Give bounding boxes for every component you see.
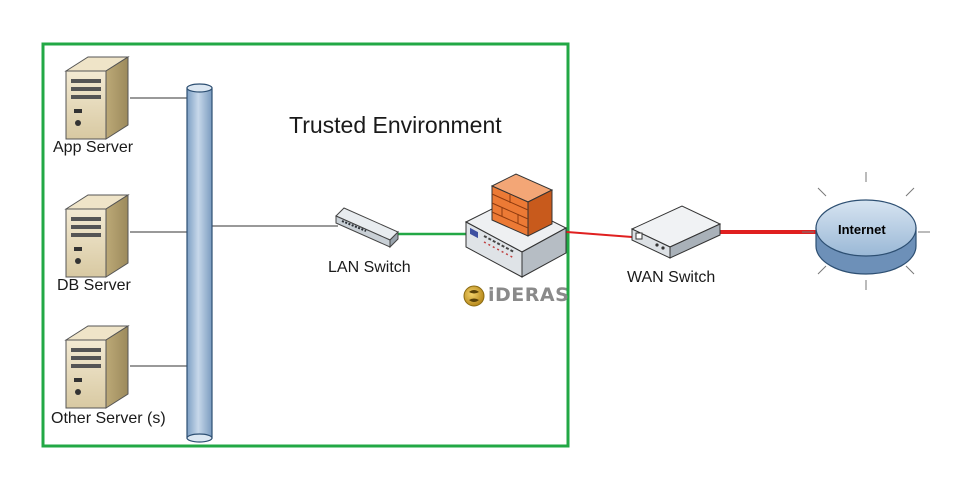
lan-switch-icon	[335, 207, 399, 249]
wan-switch-icon	[630, 205, 722, 259]
db-server-label: DB Server	[57, 277, 131, 294]
app-server-icon	[64, 56, 130, 140]
internet-label: Internet	[838, 222, 886, 237]
app-server-label: App Server	[53, 139, 134, 156]
other-server-label: Other Server (s)	[51, 410, 166, 427]
trusted-environment-boundary	[41, 42, 570, 448]
lan-switch-label: LAN Switch	[328, 259, 411, 276]
diagram-title: Trusted Environment	[289, 112, 502, 138]
internet-icon	[802, 172, 930, 290]
network-bus	[186, 83, 213, 443]
db-server-icon	[64, 194, 130, 278]
firewall-icon	[464, 173, 568, 278]
other-server-icon	[64, 325, 130, 409]
brand-logo-text: iDERAS	[488, 284, 570, 306]
firewall-to-wan-link	[553, 230, 633, 238]
wan-switch-label: WAN Switch	[627, 269, 716, 286]
brand-logo-icon	[463, 285, 485, 307]
